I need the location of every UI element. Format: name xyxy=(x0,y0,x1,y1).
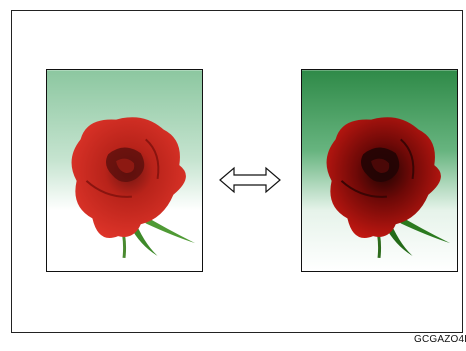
rose-photo-after xyxy=(301,69,458,272)
double-headed-arrow-icon xyxy=(218,166,282,194)
rose-photo-icon xyxy=(47,70,202,271)
figure-code: GCGAZO4E xyxy=(414,334,466,345)
rose-photo-before xyxy=(46,69,203,272)
rose-photo-icon xyxy=(302,70,457,271)
